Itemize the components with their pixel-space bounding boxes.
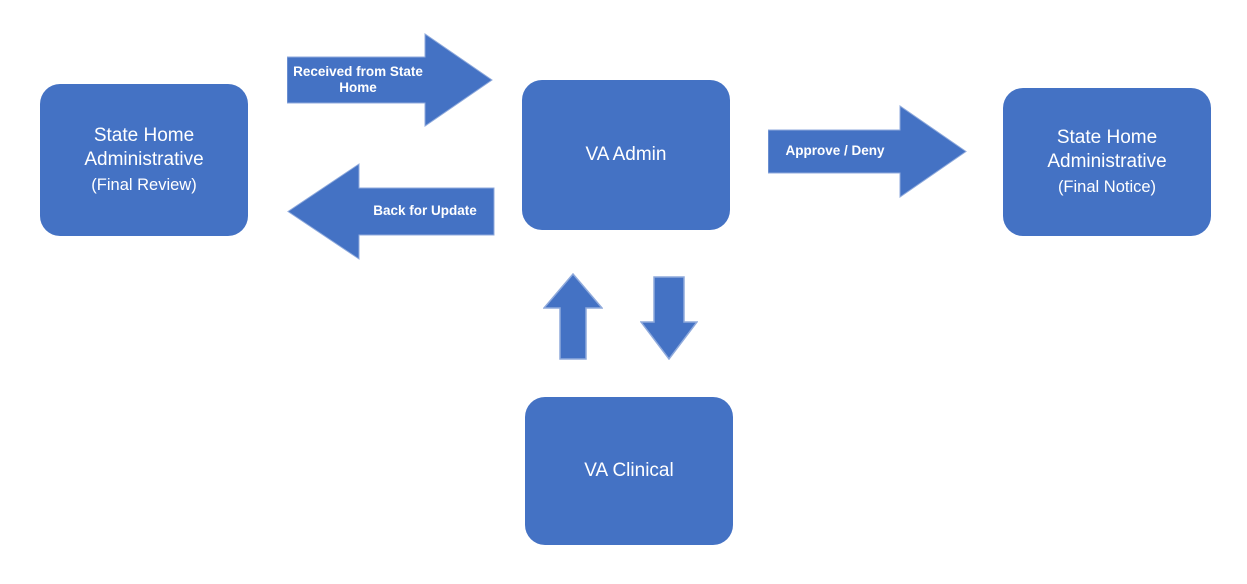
right-arrow-icon (287, 33, 493, 127)
arrow-label: Received from State Home (293, 63, 423, 95)
right-arrow-icon (768, 105, 967, 198)
arrow-label: Back for Update (373, 203, 477, 219)
left-arrow-icon (287, 163, 495, 260)
up-arrow-icon (543, 273, 603, 360)
arrow-received-from-state-home: Received from State Home (287, 33, 493, 127)
node-label: VA Admin (585, 144, 667, 166)
arrow-clinical-to-admin (543, 273, 603, 360)
arrow-admin-to-clinical (640, 276, 698, 360)
node-label: State Home Administrative (84, 125, 204, 170)
node-label: State Home Administrative (1047, 127, 1167, 172)
arrow-label: Approve / Deny (785, 143, 885, 159)
node-sublabel: (Final Notice) (1057, 177, 1157, 196)
node-state-home-final-review: State Home Administrative (Final Review) (40, 84, 248, 236)
node-state-home-final-notice: State Home Administrative (Final Notice) (1003, 88, 1211, 236)
arrow-back-for-update: Back for Update (287, 163, 495, 260)
arrow-approve-deny: Approve / Deny (768, 105, 967, 198)
down-arrow-icon (640, 276, 698, 360)
node-sublabel: (Final Review) (91, 175, 197, 194)
node-va-clinical: VA Clinical (525, 397, 733, 545)
node-label: VA Clinical (584, 460, 674, 482)
node-va-admin: VA Admin (522, 80, 730, 230)
